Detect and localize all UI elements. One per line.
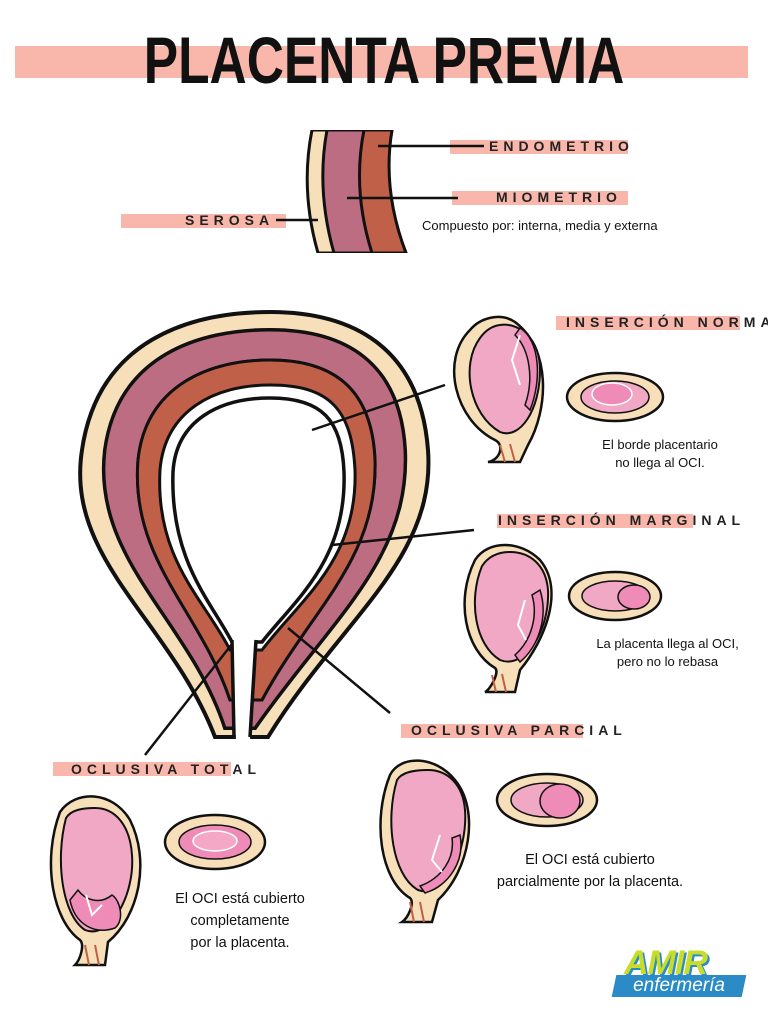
oclusiva-total-label: OCLUSIVA TOTAL [71,761,262,777]
placenta-parcial [495,772,599,828]
normal-description: El borde placentario no llega al OCI. [575,436,745,472]
uterus-marginal [463,543,553,694]
parcial-leader [287,627,391,714]
marginal-leader [331,528,475,547]
page-title: PLACENTA PREVIA [143,23,625,97]
large-uterus [78,309,431,740]
parcial-description: El OCI está cubierto parcialmente por la… [470,849,710,893]
oclusiva-parcial-label: OCLUSIVA PARCIAL [411,722,627,738]
marginal-description-line-1: La placenta llega al OCI, [596,636,739,651]
amir-logo-subtitle: enfermería [633,975,725,996]
normal-leader [311,383,446,432]
normal-description-line-2: no llega al OCI. [615,455,705,470]
parcial-description-line-2: parcialmente por la placenta. [496,874,684,890]
total-description-line-2: completamente [190,913,290,929]
total-description-line-3: por la placenta. [190,935,290,951]
marginal-description: La placenta llega al OCI, pero no lo reb… [580,635,755,671]
amir-logo-subtitle-band: enfermería [611,975,747,997]
serosa-band [121,214,286,228]
insercion-normal-band [556,316,740,330]
serosa-label: SEROSA [185,212,275,228]
oclusiva-total-band [53,762,231,776]
miometrio-band [452,191,628,205]
miometrio-label: MIOMETRIO [496,189,622,205]
placenta-normal [565,371,665,423]
miometrio-note: Compuesto por: interna, media y externa [422,218,658,233]
uterus-total [49,795,142,967]
uterus-normal [452,315,545,464]
placenta-marginal [567,570,663,622]
total-description-line-1: El OCI está cubierto [175,891,305,907]
insercion-normal-label: INSERCIÓN NORMAL [566,314,768,330]
endometrio-band [450,140,628,154]
title-band [15,46,748,78]
total-leader [144,643,233,756]
insercion-marginal-band [497,514,693,528]
marginal-description-line-2: pero no lo rebasa [616,654,719,669]
total-description: El OCI está cubierto completamente por l… [150,888,330,954]
oclusiva-parcial-band [401,724,583,738]
normal-description-line-1: El borde placentario [602,437,718,452]
wall-layers-detail [305,130,408,253]
uterus-parcial [379,759,471,924]
endometrio-label: ENDOMETRIO [489,138,634,154]
placenta-total [163,813,267,871]
insercion-marginal-label: INSERCIÓN MARGINAL [498,512,746,528]
parcial-description-line-1: El OCI está cubierto [525,852,655,868]
